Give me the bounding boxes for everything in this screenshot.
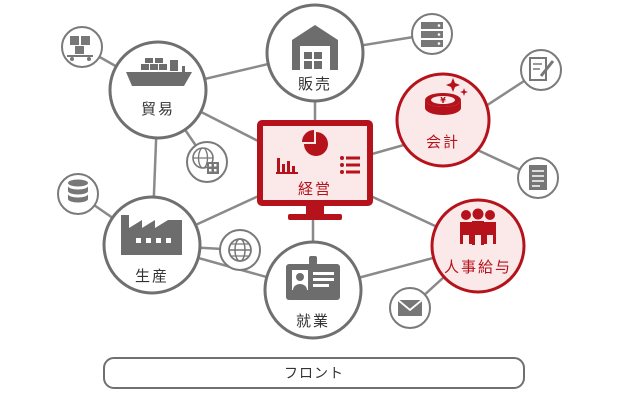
node-accounting: ¥ 会計 [395,72,491,168]
edit-document-icon [520,49,562,91]
front-bar: フロント [103,357,525,389]
warehouse-icon [292,25,338,70]
document-list-icon [517,157,559,199]
node-employment: 就業 [263,240,363,340]
node-hr-payroll-label: 人事給与 [444,258,512,276]
mail-icon [389,287,431,329]
node-employment-label: 就業 [296,312,330,330]
id-badge-icon [286,256,340,300]
node-sales-label: 販売 [298,75,332,93]
ship-icon [126,58,192,86]
monitor-dashboard-icon [276,130,360,174]
globe-building-icon [186,141,228,183]
boxes-cart-icon [61,26,103,68]
node-production: 生産 [102,195,202,295]
svg-text:¥: ¥ [440,96,446,105]
node-management-label: 経営 [298,180,332,198]
node-trade: 貿易 [108,40,208,140]
node-production-label: 生産 [135,267,169,285]
node-accounting-label: 会計 [426,133,460,151]
globe-icon [219,229,261,271]
people-icon [460,208,496,245]
factory-icon [121,215,182,255]
node-trade-label: 貿易 [141,100,175,118]
node-sales: 販売 [265,3,365,103]
front-label: フロント [284,366,344,382]
database-icon [57,173,99,215]
node-management: 経営 [257,120,373,220]
node-hr-payroll: 人事給与 [430,198,526,294]
yen-coin-icon: ¥ [425,78,468,115]
server-icon [411,13,453,55]
